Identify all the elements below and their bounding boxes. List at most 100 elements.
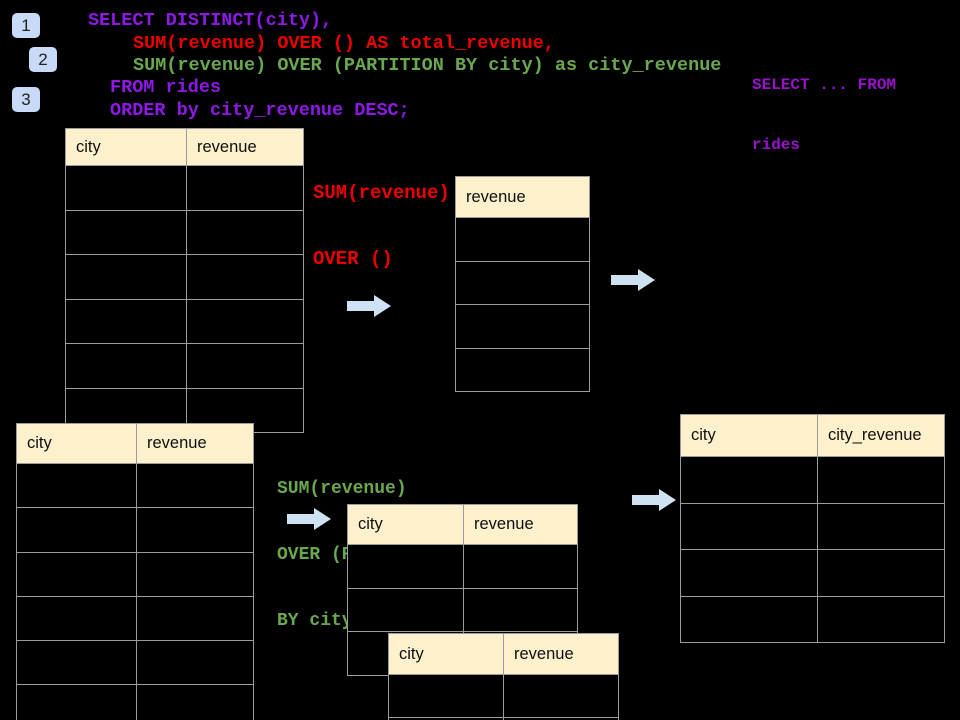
- side-note-line-1: SELECT ... FROM: [752, 76, 897, 94]
- empty-cell: [186, 298, 304, 344]
- column-header-revenue: revenue: [136, 423, 254, 464]
- column-header-city-revenue: city_revenue: [817, 414, 945, 457]
- table-row: [16, 640, 254, 686]
- sql-line-sum-partition: SUM(revenue) OVER (PARTITION BY city) as…: [133, 55, 722, 76]
- empty-cell: [347, 544, 464, 589]
- empty-cell: [186, 209, 304, 255]
- table-row: [680, 456, 945, 504]
- column-header-revenue: revenue: [503, 633, 619, 675]
- empty-cell: [136, 507, 254, 553]
- flow-arrow-icon: [611, 269, 655, 291]
- flow-arrow-icon: [347, 295, 391, 317]
- table-row: [455, 347, 590, 392]
- table-row: [65, 298, 304, 344]
- flow-arrow-icon: [632, 489, 676, 511]
- table-row: [16, 462, 254, 509]
- annotation-line: SUM(revenue): [313, 182, 450, 204]
- sql-line-sum-total: SUM(revenue) OVER () AS total_revenue,: [133, 33, 555, 54]
- table-row: [680, 549, 945, 597]
- column-header-city: city: [347, 504, 464, 545]
- column-header-revenue: revenue: [463, 504, 578, 545]
- empty-cell: [817, 502, 945, 550]
- step-badge-2: 2: [29, 47, 57, 72]
- empty-cell: [455, 347, 590, 392]
- empty-cell: [65, 254, 187, 300]
- table-row: [455, 217, 590, 262]
- table-row: [16, 507, 254, 553]
- empty-cell: [186, 165, 304, 211]
- column-header-city: city: [388, 633, 504, 675]
- empty-cell: [136, 551, 254, 597]
- empty-cell: [455, 260, 590, 305]
- annotation-line: SUM(revenue): [277, 479, 407, 499]
- table-row: [680, 502, 945, 550]
- annotation-sum-over-total: SUM(revenue) OVER (): [313, 138, 450, 314]
- table-row: [388, 674, 619, 718]
- empty-cell: [186, 343, 304, 389]
- empty-cell: [817, 595, 945, 643]
- table-row: [65, 209, 304, 255]
- empty-cell: [136, 640, 254, 686]
- flow-arrow-icon: [287, 508, 331, 530]
- empty-cell: [463, 544, 578, 589]
- annotation-line: OVER (): [313, 248, 393, 270]
- column-header-revenue: revenue: [186, 128, 304, 166]
- table-row: [347, 544, 578, 589]
- empty-cell: [680, 595, 818, 643]
- empty-cell: [463, 587, 578, 632]
- table-row: [347, 587, 578, 632]
- step-badge-1: 1: [12, 13, 40, 38]
- empty-cell: [136, 684, 254, 720]
- column-header-city: city: [65, 128, 187, 166]
- empty-cell: [503, 717, 619, 720]
- table-row: [388, 717, 619, 720]
- table-row: [680, 595, 945, 643]
- empty-cell: [817, 456, 945, 504]
- empty-cell: [680, 502, 818, 550]
- sql-line-order-by: ORDER by city_revenue DESC;: [110, 100, 410, 121]
- empty-cell: [65, 298, 187, 344]
- empty-cell: [16, 462, 137, 509]
- total-revenue-table: revenue: [455, 176, 590, 392]
- empty-cell: [65, 209, 187, 255]
- sql-line-from: FROM rides: [110, 77, 222, 98]
- column-header-revenue: revenue: [455, 176, 590, 218]
- table-row: [65, 165, 304, 211]
- empty-cell: [16, 684, 137, 720]
- partition-table-overlay: city revenue: [388, 633, 619, 720]
- empty-cell: [136, 595, 254, 642]
- table-row: [455, 260, 590, 305]
- table-row: [16, 684, 254, 720]
- table-row: [65, 254, 304, 300]
- result-table: city city_revenue: [680, 414, 945, 643]
- table-row: [16, 595, 254, 642]
- empty-cell: [65, 165, 187, 211]
- side-note-line-2: rides: [752, 136, 801, 154]
- empty-cell: [503, 674, 619, 718]
- source-table-bottom: city revenue: [16, 423, 254, 720]
- sql-line-select: SELECT DISTINCT(city),: [88, 10, 333, 31]
- empty-cell: [186, 254, 304, 300]
- empty-cell: [817, 549, 945, 597]
- empty-cell: [455, 217, 590, 262]
- empty-cell: [65, 343, 187, 389]
- empty-cell: [680, 456, 818, 504]
- empty-cell: [16, 507, 137, 553]
- column-header-city: city: [16, 423, 137, 464]
- step-badge-3: 3: [12, 87, 40, 112]
- empty-cell: [680, 549, 818, 597]
- empty-cell: [16, 640, 137, 686]
- empty-cell: [347, 587, 464, 632]
- empty-cell: [388, 674, 504, 718]
- empty-cell: [16, 595, 137, 642]
- empty-cell: [136, 462, 254, 509]
- empty-cell: [455, 304, 590, 349]
- source-table-top: city revenue: [65, 128, 304, 433]
- table-row: [16, 551, 254, 597]
- table-row: [65, 343, 304, 389]
- partition-table-mid: city revenue: [347, 504, 578, 676]
- column-header-city: city: [680, 414, 818, 457]
- empty-cell: [16, 551, 137, 597]
- table-row: [455, 304, 590, 349]
